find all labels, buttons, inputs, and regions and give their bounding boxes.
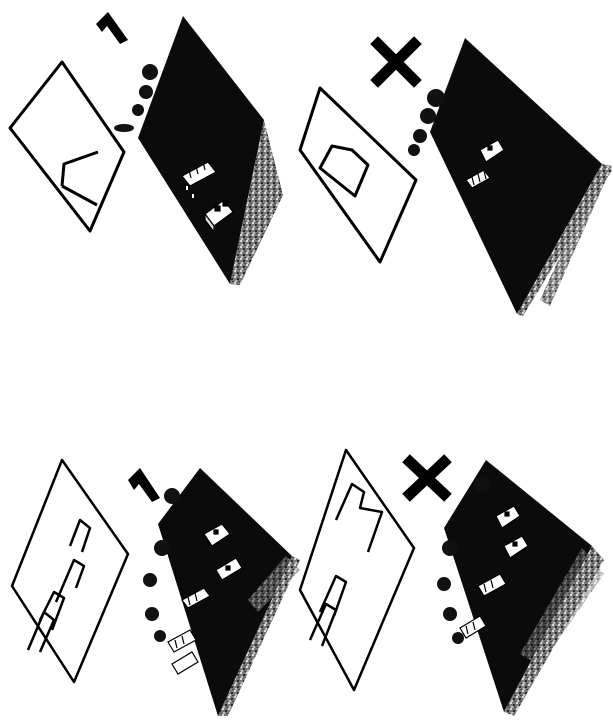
scene-render: [114, 16, 283, 285]
panel-top-right: [300, 38, 612, 316]
floorplan-sketch: [10, 62, 124, 231]
scene-render: [143, 468, 300, 716]
floorplan-sketch: [12, 460, 128, 682]
cross-icon: [410, 462, 444, 494]
check-icon: [96, 12, 128, 44]
floorplan-sketch: [300, 450, 414, 690]
panel-bottom-left: [12, 460, 300, 716]
cross-icon: [378, 44, 414, 80]
panel-bottom-right: [300, 450, 604, 716]
panel-top-left: [10, 12, 283, 285]
scene-render: [408, 38, 612, 316]
scene-render: [437, 460, 604, 716]
check-icon: [128, 468, 160, 502]
floorplan-sketch: [300, 88, 416, 262]
